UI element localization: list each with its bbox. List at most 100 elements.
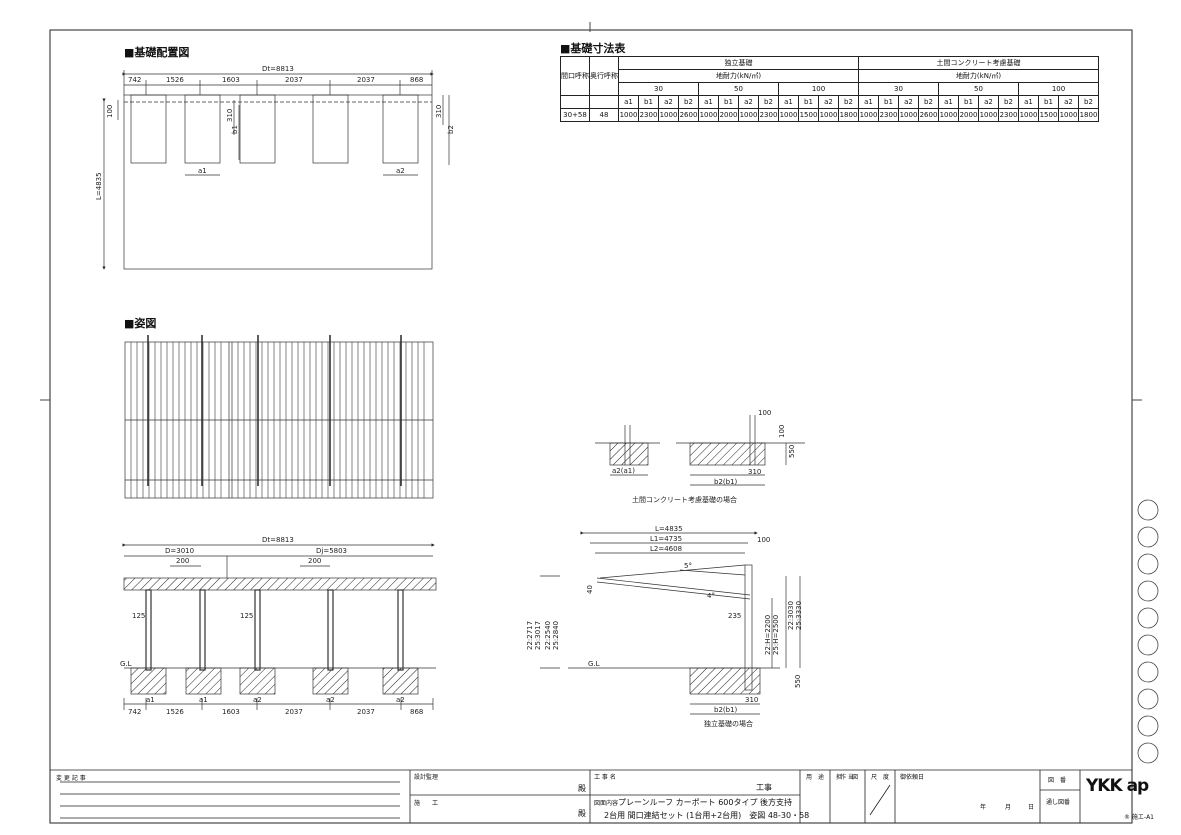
detail-b2b1: b2(b1) — [714, 478, 738, 486]
th-bearing-value: 30 — [858, 82, 939, 96]
detail-dim-310: 310 — [748, 468, 761, 476]
content-line-2: 2台用 間口連結セット (1台用+2台用) 姿図 48-30・58 — [604, 811, 810, 820]
front-span: 2037 — [285, 708, 303, 716]
th-sub: b1 — [638, 95, 659, 109]
front-dt: Dt=8813 — [262, 536, 294, 544]
side-height: 22:3030 — [787, 601, 795, 630]
drawing-no-label: 図 番 — [1048, 777, 1067, 784]
th-independent: 独立基礎 — [618, 56, 859, 70]
th-sub: a2 — [658, 95, 679, 109]
th-empty — [589, 95, 619, 109]
layout-a2: a2 — [396, 167, 405, 175]
project-label: 工 事 名 — [594, 774, 616, 781]
cell-value: 1000 — [778, 108, 799, 122]
order-date-label: 御依頼日 — [900, 774, 925, 781]
front-span: 1603 — [222, 708, 240, 716]
cell-value: 2300 — [638, 108, 659, 122]
front-dj: Dj=5803 — [316, 547, 347, 555]
front-dim-200: 200 — [308, 557, 321, 565]
front-foundation-label: a2 — [396, 696, 405, 704]
drawing-code: ® 施エ-A1 — [1124, 814, 1154, 821]
th-sub: b2 — [758, 95, 779, 109]
side-dim-40: 40 — [586, 585, 594, 594]
stamp-label: 作 図 — [840, 774, 859, 781]
th-sub: b1 — [958, 95, 979, 109]
th-sub: a1 — [698, 95, 719, 109]
beams — [147, 335, 402, 486]
stamp-label: 用 途 — [806, 774, 825, 781]
th-sub: a2 — [978, 95, 999, 109]
front-foundation-label: a2 — [326, 696, 335, 704]
layout-a1: a1 — [198, 167, 207, 175]
side-height: 22:H=2200 — [764, 615, 772, 655]
front-foundation-label: a1 — [199, 696, 208, 704]
front-dim-125: 125 — [240, 612, 253, 620]
th-sub: a1 — [618, 95, 639, 109]
th-bearing-value: 100 — [1018, 82, 1099, 96]
cell-value: 1000 — [738, 108, 759, 122]
th-bearing-value: 100 — [778, 82, 859, 96]
detail-dim-550: 550 — [788, 445, 796, 458]
th-sub: b2 — [838, 95, 859, 109]
th-sub: a2 — [818, 95, 839, 109]
foundation-pad — [239, 94, 276, 164]
cell-value: 1000 — [1058, 108, 1079, 122]
revision-label: 変 更 記 事 — [56, 775, 86, 782]
cell-value: 1000 — [658, 108, 679, 122]
date-day: 日 — [1028, 804, 1035, 811]
honorific: 殿 — [578, 784, 586, 793]
foundations-hatched — [130, 667, 419, 695]
layout-length: L=4835 — [95, 172, 103, 200]
stamp-label: 尺 度 — [871, 774, 890, 781]
front-elevation — [122, 543, 437, 710]
th-bearing: 地耐力(kN/㎡) — [618, 69, 859, 83]
layout-dim-310: 310 — [226, 109, 234, 122]
layout-dim-100: 100 — [106, 105, 114, 118]
side-angle-4: 4° — [707, 592, 715, 600]
stamp-label: 担 当 — [836, 774, 855, 781]
date-year: 年 — [980, 804, 987, 811]
side-l: L=4835 — [655, 525, 683, 533]
layout-span: 2037 — [285, 76, 303, 84]
side-dim-550: 550 — [794, 675, 802, 688]
section-title-view: ■姿図 — [124, 317, 157, 330]
side-height: 25:H=2500 — [772, 615, 780, 655]
th-bearing: 地耐力(kN/㎡) — [858, 69, 1099, 83]
foundation-pad — [312, 94, 349, 164]
section-title-layout: ■基礎配置図 — [124, 46, 190, 59]
cell-value: 1800 — [1078, 108, 1099, 122]
th-sub: b1 — [798, 95, 819, 109]
th-sub: b2 — [678, 95, 699, 109]
layout-span: 1603 — [222, 76, 240, 84]
th-sub: b2 — [998, 95, 1019, 109]
cell-span: 30+58 — [560, 108, 590, 122]
cell-value: 1000 — [938, 108, 959, 122]
foundation-layout-plan — [102, 70, 450, 270]
th-sub: b2 — [918, 95, 939, 109]
project-suffix: 工事 — [756, 783, 772, 792]
content-label: 図面内容 — [594, 800, 619, 807]
cell-value: 2000 — [958, 108, 979, 122]
foundation-detail — [595, 415, 805, 486]
cell-value: 1000 — [978, 108, 999, 122]
th-sub: b1 — [878, 95, 899, 109]
th-span: 間口呼称 — [560, 56, 590, 96]
detail-a2a1: a2(a1) — [612, 467, 635, 475]
th-bearing-value: 30 — [618, 82, 699, 96]
side-dim-310: 310 — [745, 696, 758, 704]
layout-outline — [123, 94, 433, 270]
th-soil: 土間コンクリート考慮基礎 — [858, 56, 1099, 70]
side-height: 25:2840 — [552, 621, 560, 650]
side-caption: 独立基礎の場合 — [704, 719, 753, 728]
side-height: 25:3330 — [795, 601, 803, 630]
cell-depth: 48 — [589, 108, 619, 122]
brand-logo: YKK ap — [1086, 776, 1149, 796]
layout-span: 2037 — [357, 76, 375, 84]
front-dim-125: 125 — [132, 612, 145, 620]
th-sub: a1 — [858, 95, 879, 109]
side-l1: L1=4735 — [650, 535, 682, 543]
table-row: 30+58 48 1000 2300 1000 2600 1000 2000 1… — [560, 108, 1099, 122]
posts — [145, 589, 404, 671]
layout-span: 868 — [410, 76, 423, 84]
contractor-label: 施 工 — [414, 800, 439, 807]
